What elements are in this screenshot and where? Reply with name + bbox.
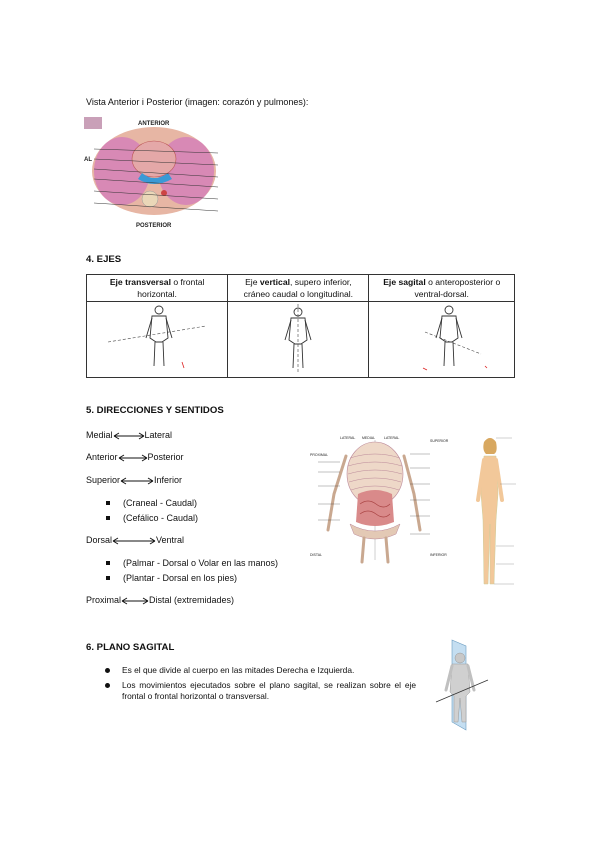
list-item: (Plantar - Dorsal en los pies) [106,572,278,584]
pair-dorsal-ventral: Dorsal Ventral [86,534,184,546]
heart-lungs-figure: ANTERIOR AL POSTERIOR [84,117,219,229]
eje-vertical-figure [227,301,370,378]
sagittal-plane-figure [435,639,489,731]
pulmonary-vessels [138,173,172,184]
aorta [161,190,167,196]
distal-label: Distal (extremidades) [149,595,235,605]
pair-anterior-posterior: Anterior Posterior [86,451,184,463]
list-item: (Cefálico - Caudal) [106,512,198,524]
posterior-label: POSTERIOR [136,223,172,229]
eje-sagital-figure [368,301,515,378]
list-item: (Palmar - Dorsal o Volar en las manos) [106,557,278,569]
pair-medial-lateral: Medial Lateral [86,429,172,441]
eje-transversal-cell: Eje transversal o frontal horizontal. [85,274,229,302]
anatomy-skeleton-figure: LATERAL MEDIAL LATERAL SUPERIOR PROXIMAL… [310,436,449,564]
list-item: Es el que divide al cuerpo en las mitade… [105,665,416,676]
direcciones-heading: 5. DIRECCIONES Y SENTIDOS [86,405,224,416]
hair [483,438,497,454]
ejes-heading: 4. EJES [86,254,122,265]
heart [131,140,177,178]
body [449,663,471,723]
sagital-bullets: Es el que divide al cuerpo en las mitade… [105,665,416,702]
lateral-label: Lateral [144,430,173,440]
distal-tag: DISTAL [310,553,322,557]
eje-vertical-pre: Eje [245,277,260,287]
inferior-label: Inferior [154,475,183,485]
eje-transversal-bold: Eje transversal [109,277,171,287]
orientation-thumbnail [84,117,102,129]
list-item: Los movimientos ejecutados sobre el plan… [105,680,416,702]
inferior-tag: INFERIOR [430,553,447,557]
posterior-label: Posterior [147,452,184,462]
anterior-label: Anterior [86,452,118,462]
medial-tag: MEDIAL [362,436,375,440]
eje-sagital-rest: o anteroposterior o ventral-dorsal. [414,277,501,299]
double-arrow-icon [121,597,149,605]
side-label: AL [84,157,92,163]
intro-caption: Vista Anterior i Posterior (imagen: cora… [86,97,309,107]
lateral-tag-right: LATERAL [384,436,399,440]
pair-superior-inferior: Superior Inferior [86,474,182,486]
dorsal-notes-list: (Palmar - Dorsal o Volar en las manos) (… [106,557,278,584]
double-arrow-icon [120,477,154,485]
intestines [356,490,394,526]
eje-transversal-rest: o frontal horizontal. [137,277,205,299]
dorsal-label: Dorsal [86,535,113,545]
proximal-tag: PROXIMAL [310,453,328,457]
proximal-label: Proximal [86,595,122,605]
double-arrow-icon [112,537,156,545]
eje-vertical-cell: Eje vertical, supero inferior, cráneo ca… [227,274,370,302]
double-arrow-icon [118,454,147,462]
sagital-heading: 6. PLANO SAGITAL [86,642,175,653]
pair-proximal-distal: Proximal Distal (extremidades) [86,594,234,606]
eje-sagital-cell: Eje sagital o anteroposterior o ventral-… [368,274,515,302]
anterior-label: ANTERIOR [138,121,170,127]
eje-vertical-bold: vertical [259,277,290,287]
frontal-axis-line [435,679,489,703]
eje-transversal-figure [85,301,229,378]
eje-vertical-rest: , supero inferior, cráneo caudal o longi… [243,277,354,299]
eje-sagital-bold: Eje sagital [383,277,426,287]
medial-label: Medial [86,430,113,440]
double-arrow-icon [113,432,144,440]
lateral-tag: LATERAL [340,436,355,440]
superior-label: Superior [86,475,121,485]
vertebra [141,190,159,208]
superior-notes-list: (Craneal - Caudal) (Cefálico - Caudal) [106,497,198,524]
superior-tag: SUPERIOR [430,439,449,443]
standing-figure [476,437,516,585]
body [480,455,499,585]
head [454,652,466,664]
ventral-label: Ventral [156,535,185,545]
ejes-table: Eje transversal o frontal horizontal. Ej… [85,274,515,378]
list-item: (Craneal - Caudal) [106,497,198,509]
